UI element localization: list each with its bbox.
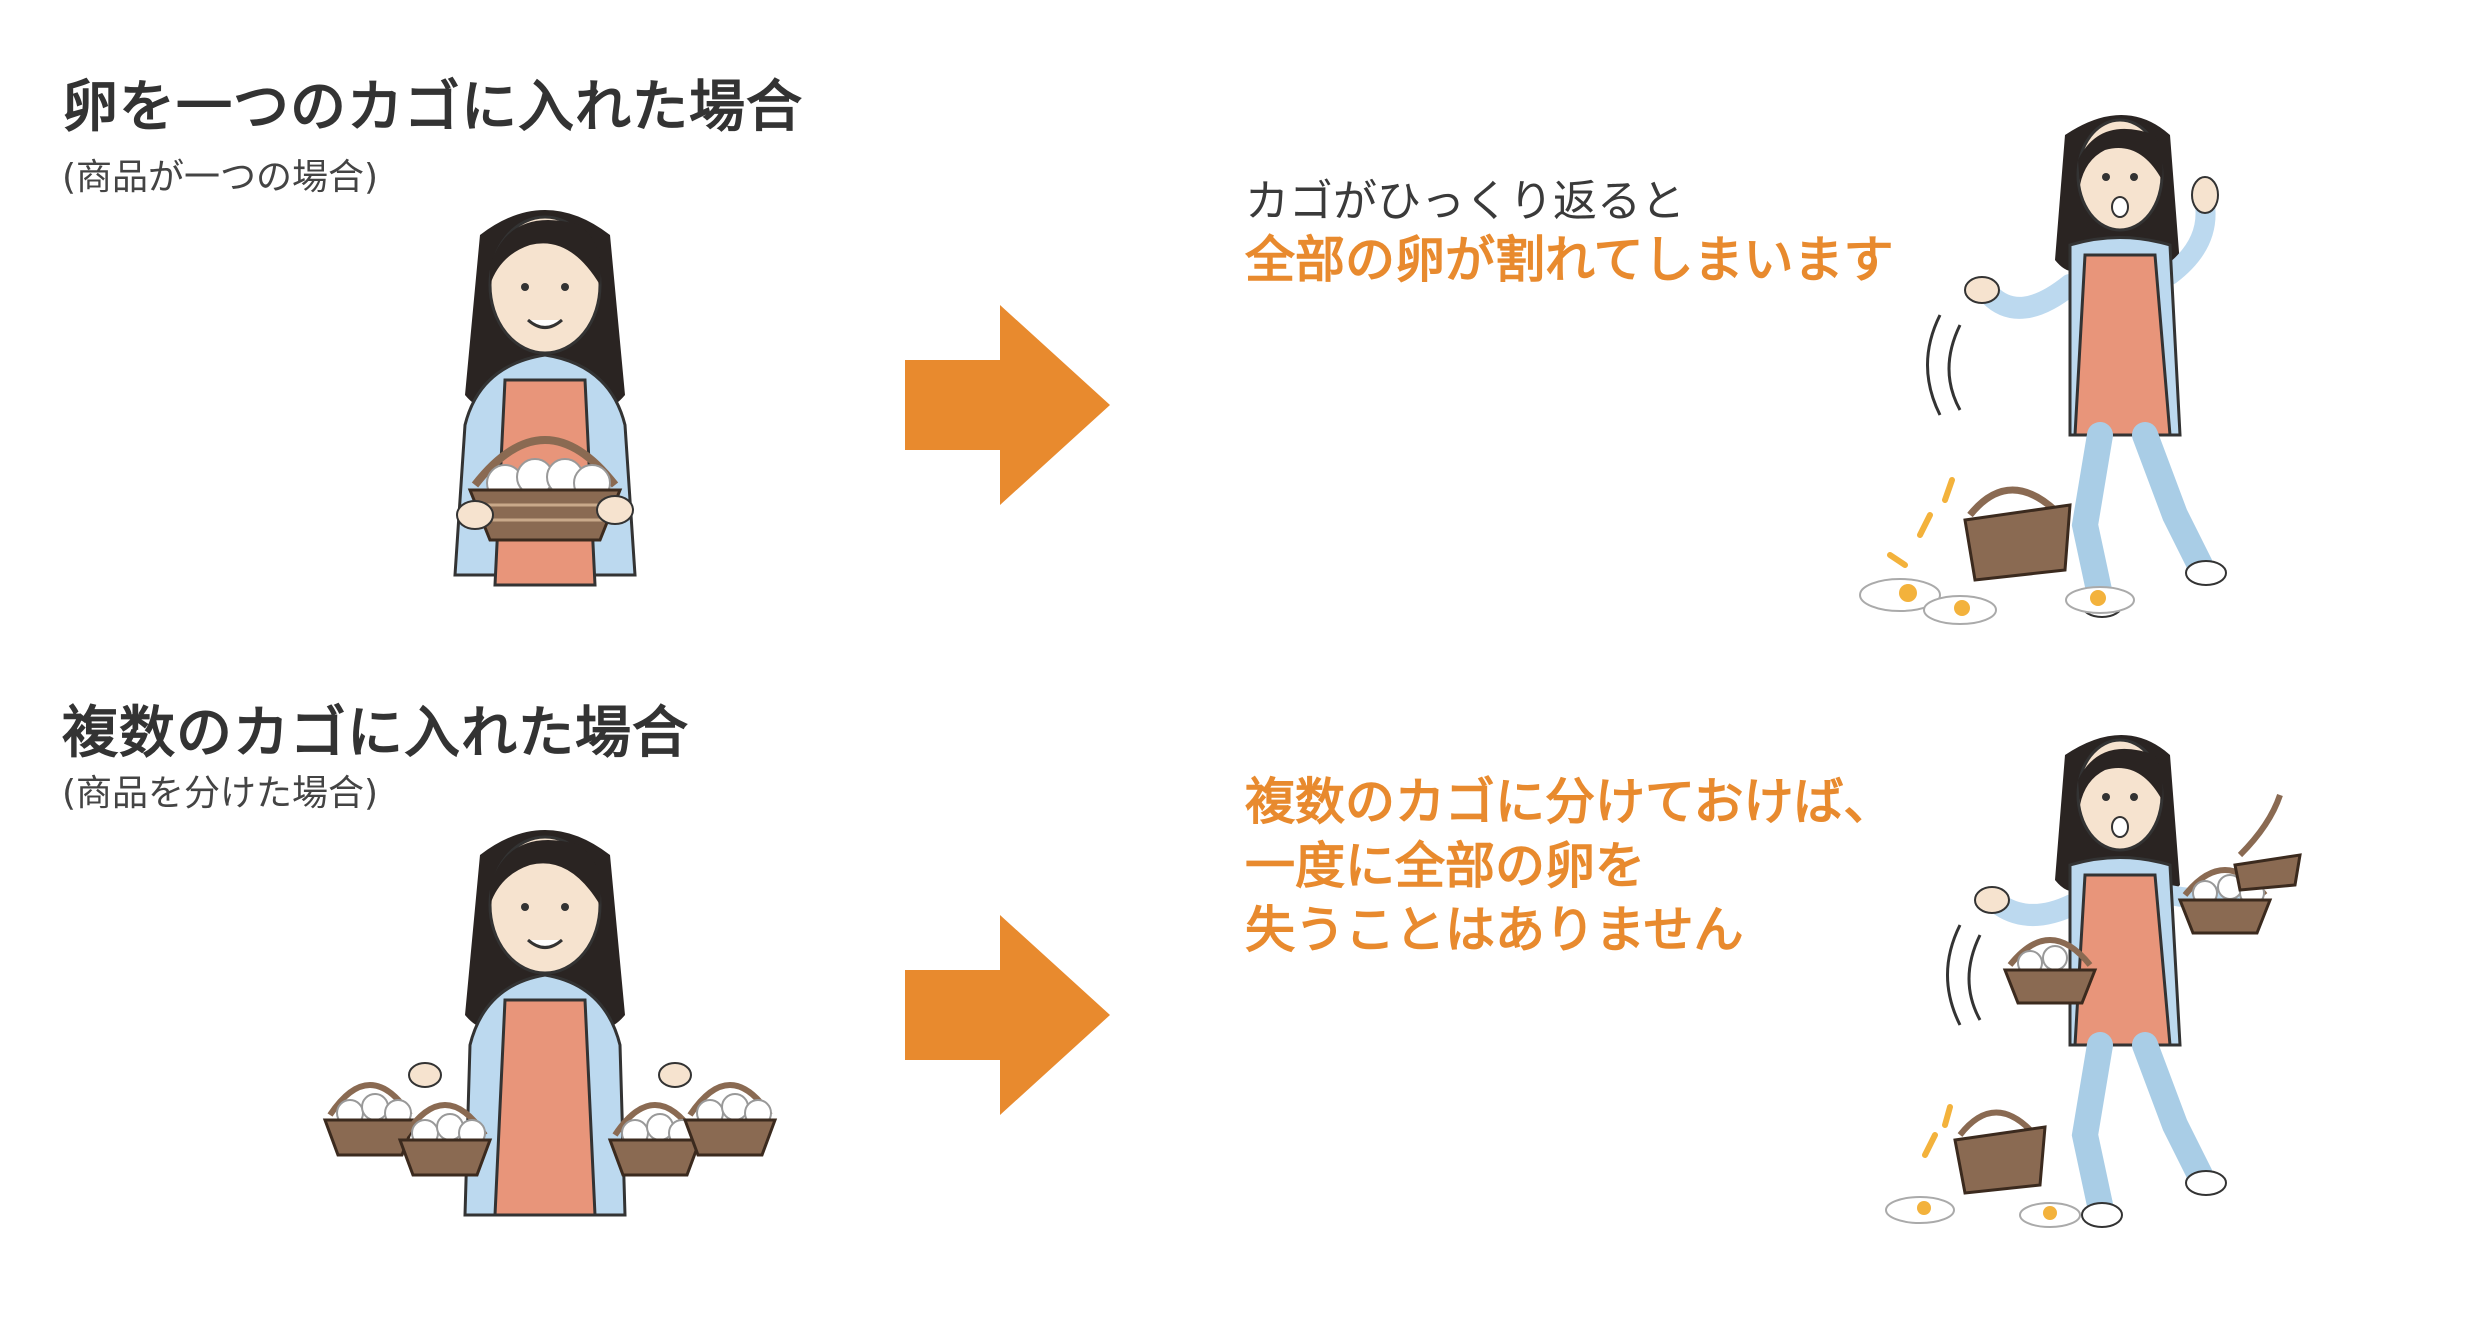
woman-multiple-baskets-illustration [322,830,778,1217]
top-case-subheading: (商品が一つの場合) [62,157,379,198]
woman-dropped-one-basket-illustration [1885,735,2302,1228]
bottom-case-result-line1: 複数のカゴに分けておけば、 [1245,773,1894,831]
woman-dropped-basket-illustration [1859,115,2227,625]
arrow-right-icon [905,915,1110,1115]
arrow-right-icon [905,305,1110,505]
top-case-heading: 卵を一つのカゴに入れた場合 [62,75,803,140]
bottom-case-result-text: 複数のカゴに分けておけば、 一度に全部の卵を 失うことはありません [1245,770,1894,962]
woman-one-basket-illustration [453,210,637,587]
top-case-result-line1: カゴがひっくり返ると [1245,176,1685,227]
bottom-case-subheading: (商品を分けた場合) [62,773,379,814]
bottom-case-result-line3: 失うことはありません [1245,901,1744,959]
top-case-result-line2: 全部の卵が割れてしまいます [1245,231,1894,289]
bottom-case-result-line2: 一度に全部の卵を [1245,837,1645,895]
bottom-case-heading: 複数のカゴに入れた場合 [62,701,689,766]
